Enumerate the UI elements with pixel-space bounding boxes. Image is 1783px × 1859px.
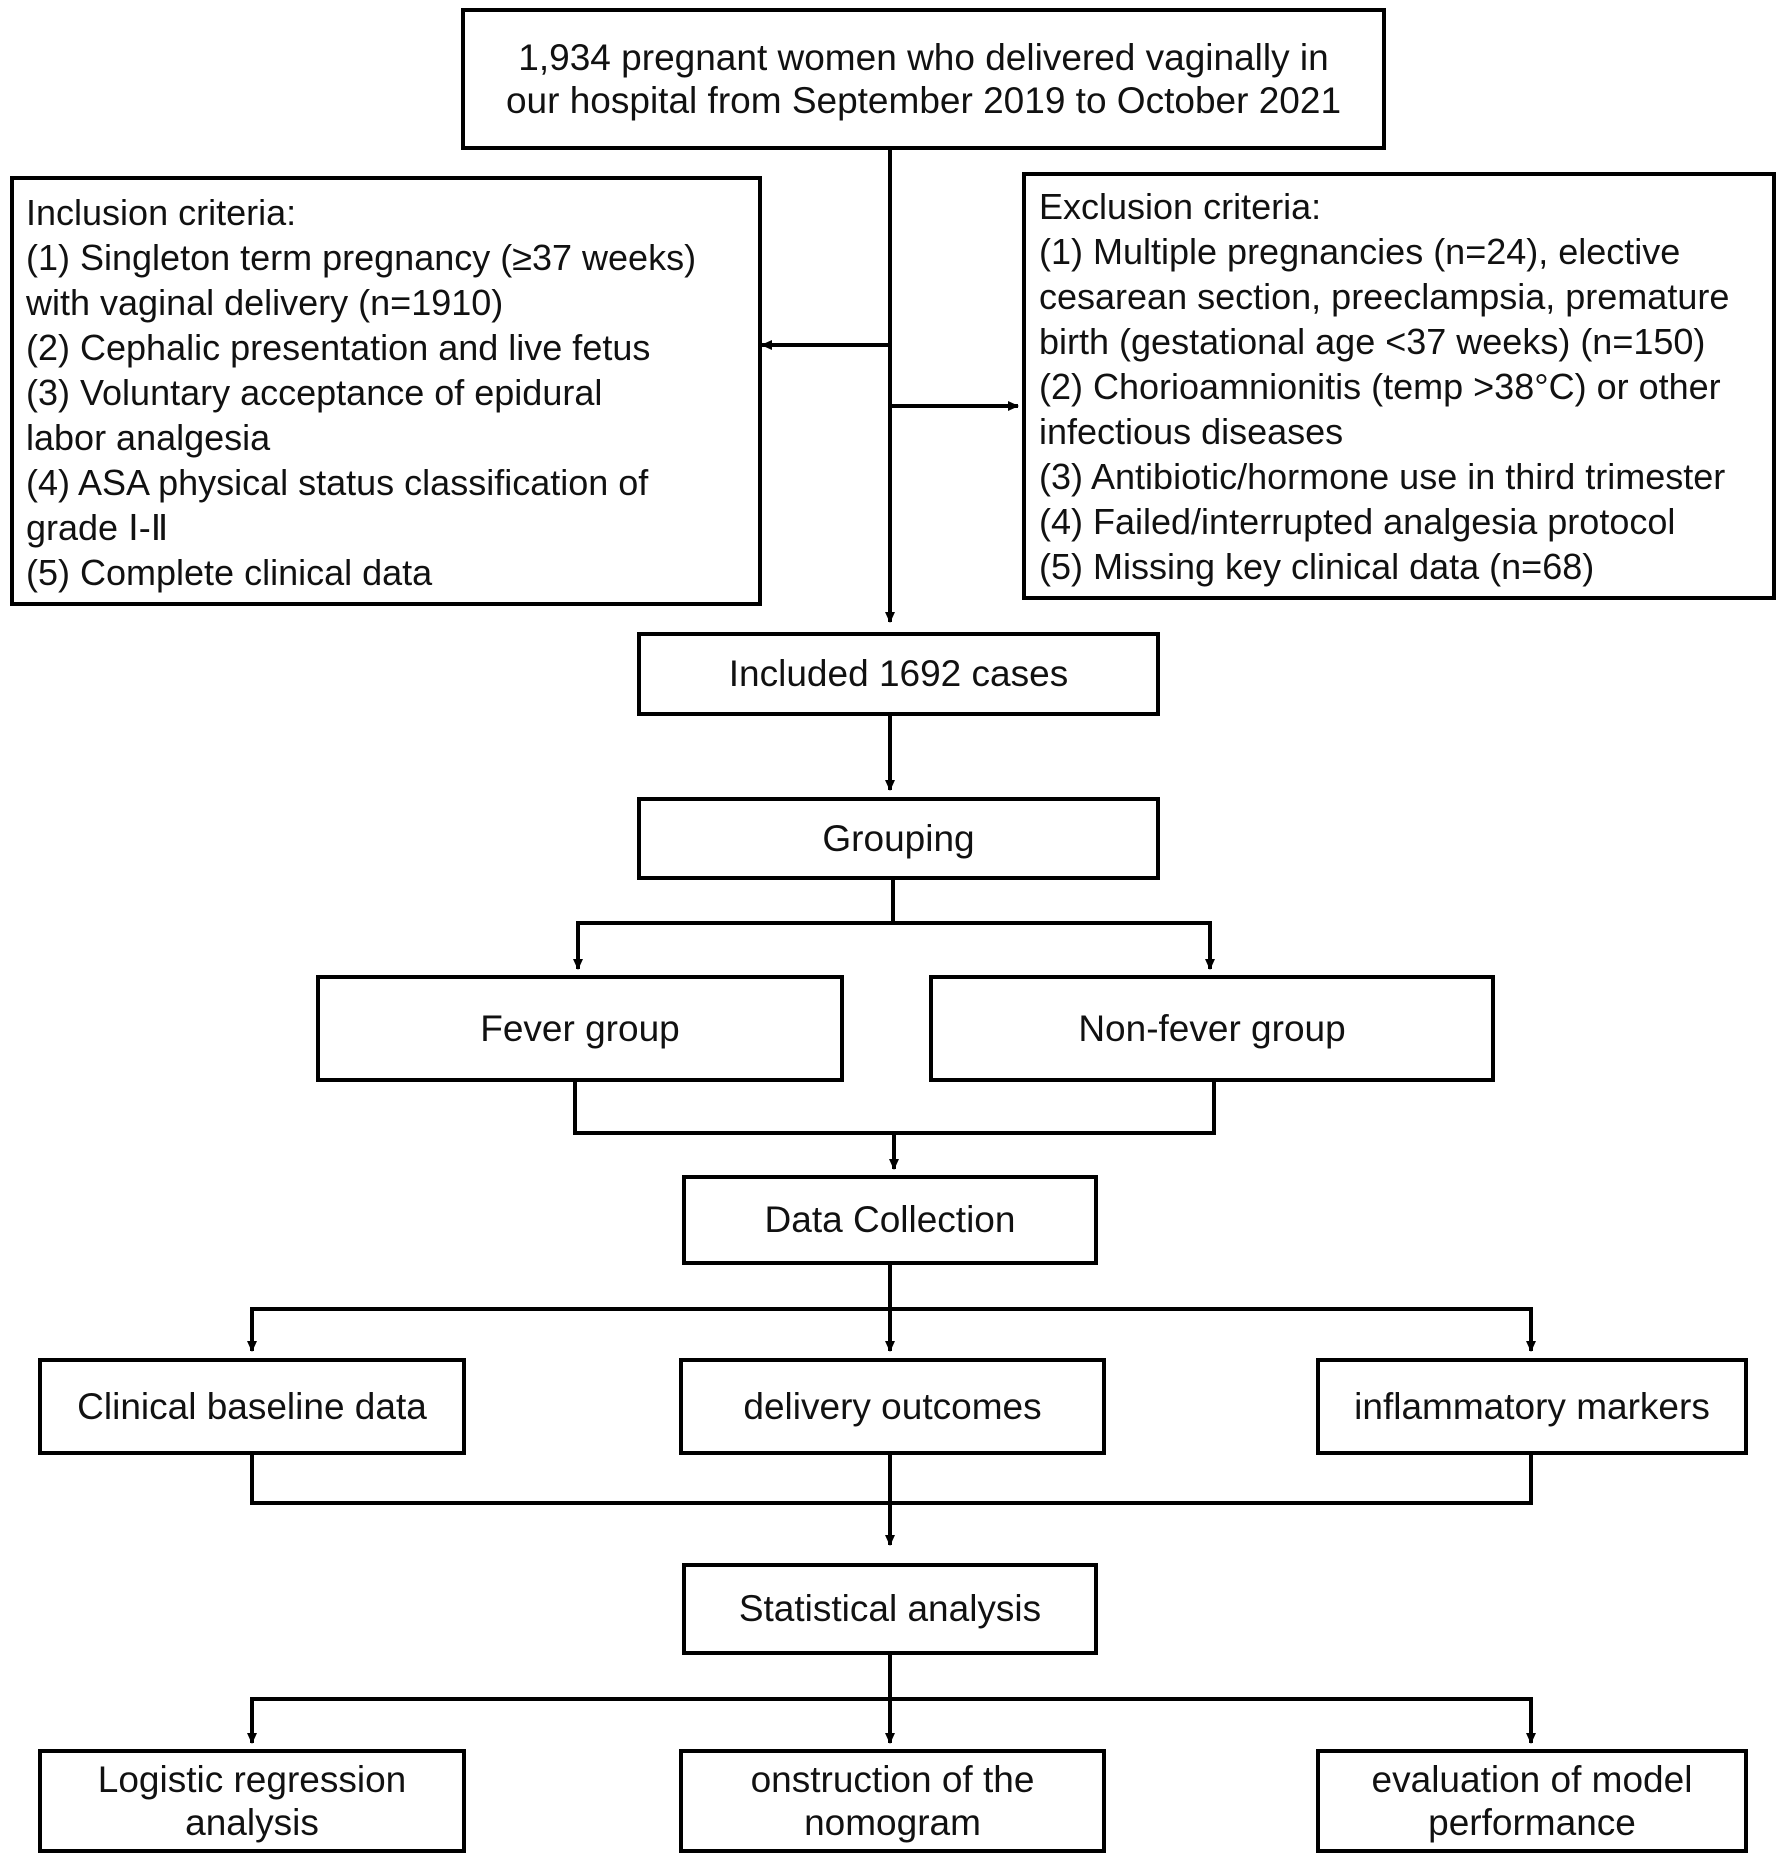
exclusion-line: birth (gestational age <37 weeks) (n=150… [1039,321,1706,362]
inclusion-line: (5) Complete clinical data [26,552,433,593]
logistic-regression-box: Logistic regression analysis [38,1749,466,1853]
model-evaluation-text: evaluation of model performance [1371,1759,1693,1843]
included-text: Included 1692 cases [728,653,1069,694]
inflammatory-markers-box: inflammatory markers [1316,1358,1748,1455]
inclusion-line: (1) Singleton term pregnancy (≥37 weeks) [26,237,697,278]
exclusion-line: infectious diseases [1039,411,1344,452]
nomogram-text: onstruction of the nomogram [750,1759,1035,1843]
source-population-box: 1,934 pregnant women who delivered vagin… [461,8,1386,150]
included-box: Included 1692 cases [637,632,1160,716]
non-fever-group-box: Non-fever group [929,975,1495,1082]
exclusion-line: (4) Failed/interrupted analgesia protoco… [1039,501,1676,542]
exclusion-line: (5) Missing key clinical data (n=68) [1039,546,1595,587]
exclusion-line: (3) Antibiotic/hormone use in third trim… [1039,456,1726,497]
fever-group-text: Fever group [480,1007,680,1049]
inclusion-line: (3) Voluntary acceptance of epidural [26,372,603,413]
inclusion-line: with vaginal delivery (n=1910) [26,282,504,323]
exclusion-criteria-box: Exclusion criteria: (1) Multiple pregnan… [1022,172,1776,600]
logistic-regression-text: Logistic regression analysis [97,1759,407,1843]
delivery-outcomes-text: delivery outcomes [743,1385,1042,1427]
exclusion-line: (1) Multiple pregnancies (n=24), electiv… [1039,231,1681,272]
exclusion-line: Exclusion criteria: [1039,186,1322,227]
nomogram-box: onstruction of the nomogram [679,1749,1106,1853]
inclusion-line: Inclusion criteria: [26,192,297,233]
inclusion-criteria-box: Inclusion criteria: (1) Singleton term p… [10,176,762,606]
inclusion-line: labor analgesia [26,417,271,458]
inclusion-line: (2) Cephalic presentation and live fetus [26,327,651,368]
delivery-outcomes-box: delivery outcomes [679,1358,1106,1455]
data-collection-box: Data Collection [682,1175,1098,1265]
source-population-text: 1,934 pregnant women who delivered vagin… [505,37,1342,121]
grouping-box: Grouping [637,797,1160,880]
inclusion-line: grade Ⅰ-Ⅱ [26,507,169,548]
grouping-text: Grouping [822,817,975,859]
data-collection-text: Data Collection [764,1199,1016,1240]
inflammatory-markers-text: inflammatory markers [1354,1385,1710,1427]
model-evaluation-box: evaluation of model performance [1316,1749,1748,1853]
exclusion-line: cesarean section, preeclampsia, prematur… [1039,276,1730,317]
inclusion-line: (4) ASA physical status classification o… [26,462,649,503]
exclusion-line: (2) Chorioamnionitis (temp >38°C) or oth… [1039,366,1721,407]
statistical-analysis-box: Statistical analysis [682,1563,1098,1655]
fever-group-box: Fever group [316,975,844,1082]
clinical-baseline-text: Clinical baseline data [77,1385,427,1427]
clinical-baseline-box: Clinical baseline data [38,1358,466,1455]
statistical-analysis-text: Statistical analysis [738,1588,1042,1629]
non-fever-group-text: Non-fever group [1078,1007,1346,1049]
